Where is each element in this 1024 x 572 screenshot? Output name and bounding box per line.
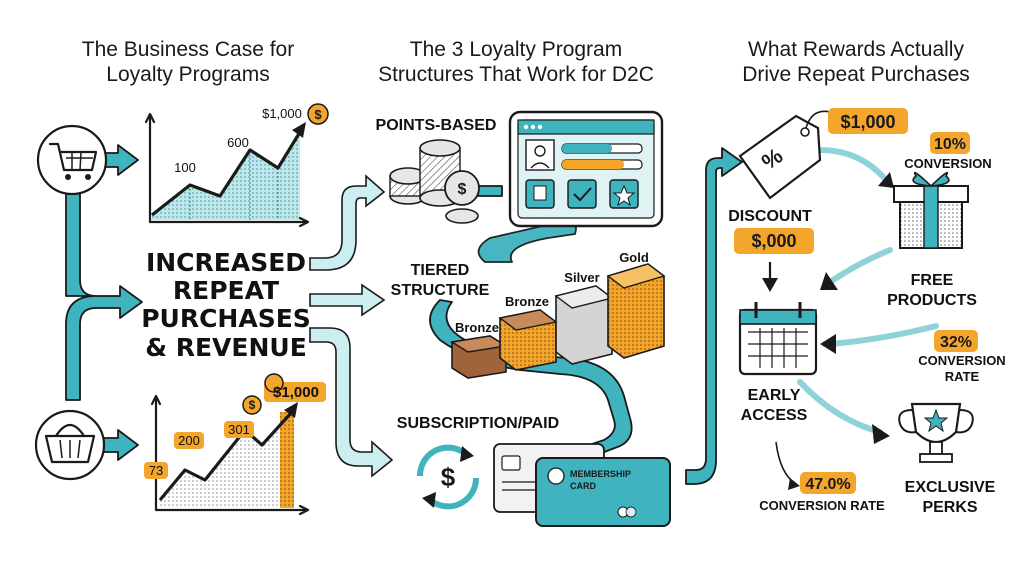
coin-dollar-symbol: $ xyxy=(458,181,467,198)
tiered-label-line1: TIERED xyxy=(411,262,470,279)
top-chart-label-b: 600 xyxy=(227,135,249,150)
exclusive-perks-label-line1: EXCLUSIVE xyxy=(905,479,996,496)
points-based-label: POINTS-BASED xyxy=(376,117,497,134)
coin-icon xyxy=(307,103,329,125)
shopping-cart-icon xyxy=(36,124,108,196)
free-products-pct: 10% xyxy=(934,136,966,153)
left-title-line2: Loyalty Programs xyxy=(106,63,269,86)
tier-blocks xyxy=(450,263,666,379)
discount-second-badge: $,000 xyxy=(751,231,796,251)
bottom-growth-chart xyxy=(144,373,326,516)
membership-card-line2: CARD xyxy=(570,481,596,491)
tier-label-silver: Silver xyxy=(564,270,599,285)
exclusive-pct-label: CONVERSION RATE xyxy=(759,498,885,513)
center-text-line1: INCREASED xyxy=(146,248,306,277)
early-access-pct-bg xyxy=(934,330,978,352)
top-chart-label-a: 100 xyxy=(174,160,196,175)
gift-box-icon xyxy=(893,132,970,249)
tier-label-gold: Gold xyxy=(619,250,649,265)
bottom-chart-label-b: 200 xyxy=(178,433,200,448)
early-access-pct-label-line2: RATE xyxy=(945,369,980,384)
middle-flow-arrows xyxy=(309,147,743,485)
free-products-pct-label: CONVERSION xyxy=(904,156,991,171)
bottom-chart-coin-symbol: $ xyxy=(249,398,256,412)
coin-stack-icon xyxy=(389,139,480,224)
right-title-line1: What Rewards Actually xyxy=(748,38,964,61)
top-growth-chart xyxy=(144,112,310,228)
top-chart-label-top: $1,000 xyxy=(262,106,302,121)
center-text-line4: & REVENUE xyxy=(145,333,307,362)
bottom-chart-label-top: $1,000 xyxy=(273,384,319,401)
tiered-label-line2: STRUCTURE xyxy=(391,282,490,299)
trophy-icon xyxy=(898,402,974,463)
top-chart-coin-symbol: $ xyxy=(314,107,322,122)
discount-label: DISCOUNT xyxy=(728,208,812,225)
calendar-icon xyxy=(738,302,818,376)
exclusive-pct-bg xyxy=(800,472,856,494)
bottom-chart-label-a: 73 xyxy=(149,463,163,478)
refresh-dollar-symbol: $ xyxy=(441,462,456,492)
early-access-label-line2: ACCESS xyxy=(741,407,808,424)
center-text-line3: PURCHASES xyxy=(141,304,311,333)
tier-label-bronze-1: Bronze xyxy=(455,320,499,335)
shopping-basket-icon xyxy=(34,409,106,481)
free-products-label-line2: PRODUCTS xyxy=(887,292,977,309)
left-flow-arrows xyxy=(65,144,143,461)
exclusive-pct: 47.0% xyxy=(805,476,850,493)
early-access-label-line1: EARLY xyxy=(748,387,801,404)
membership-card-line1: MEMBERSHIP xyxy=(570,469,631,479)
middle-title-line2: Structures That Work for D2C xyxy=(378,63,654,86)
discount-second-badge-bg xyxy=(734,228,814,254)
free-products-label-line1: FREE xyxy=(911,272,954,289)
exclusive-perks-label-line2: PERKS xyxy=(922,499,977,516)
recurring-payment-icon xyxy=(416,444,480,510)
membership-card-icon xyxy=(535,457,671,527)
right-title-line2: Drive Repeat Purchases xyxy=(742,63,970,86)
tablet-dashboard-icon xyxy=(508,110,664,228)
left-title-line1: The Business Case for xyxy=(82,38,294,61)
early-access-pct-label-line1: CONVERSION xyxy=(918,353,1005,368)
tier-label-bronze-2: Bronze xyxy=(505,294,549,309)
bottom-chart-label-c: 301 xyxy=(228,422,250,437)
right-flow-arrows xyxy=(762,147,939,490)
discount-tag-icon xyxy=(738,108,908,200)
subscription-label: SUBSCRIPTION/PAID xyxy=(397,415,559,432)
middle-title-line1: The 3 Loyalty Program xyxy=(410,38,622,61)
early-access-pct: 32% xyxy=(940,334,972,351)
discount-value-badge: $1,000 xyxy=(840,112,895,132)
center-text-line2: REPEAT xyxy=(173,276,279,305)
